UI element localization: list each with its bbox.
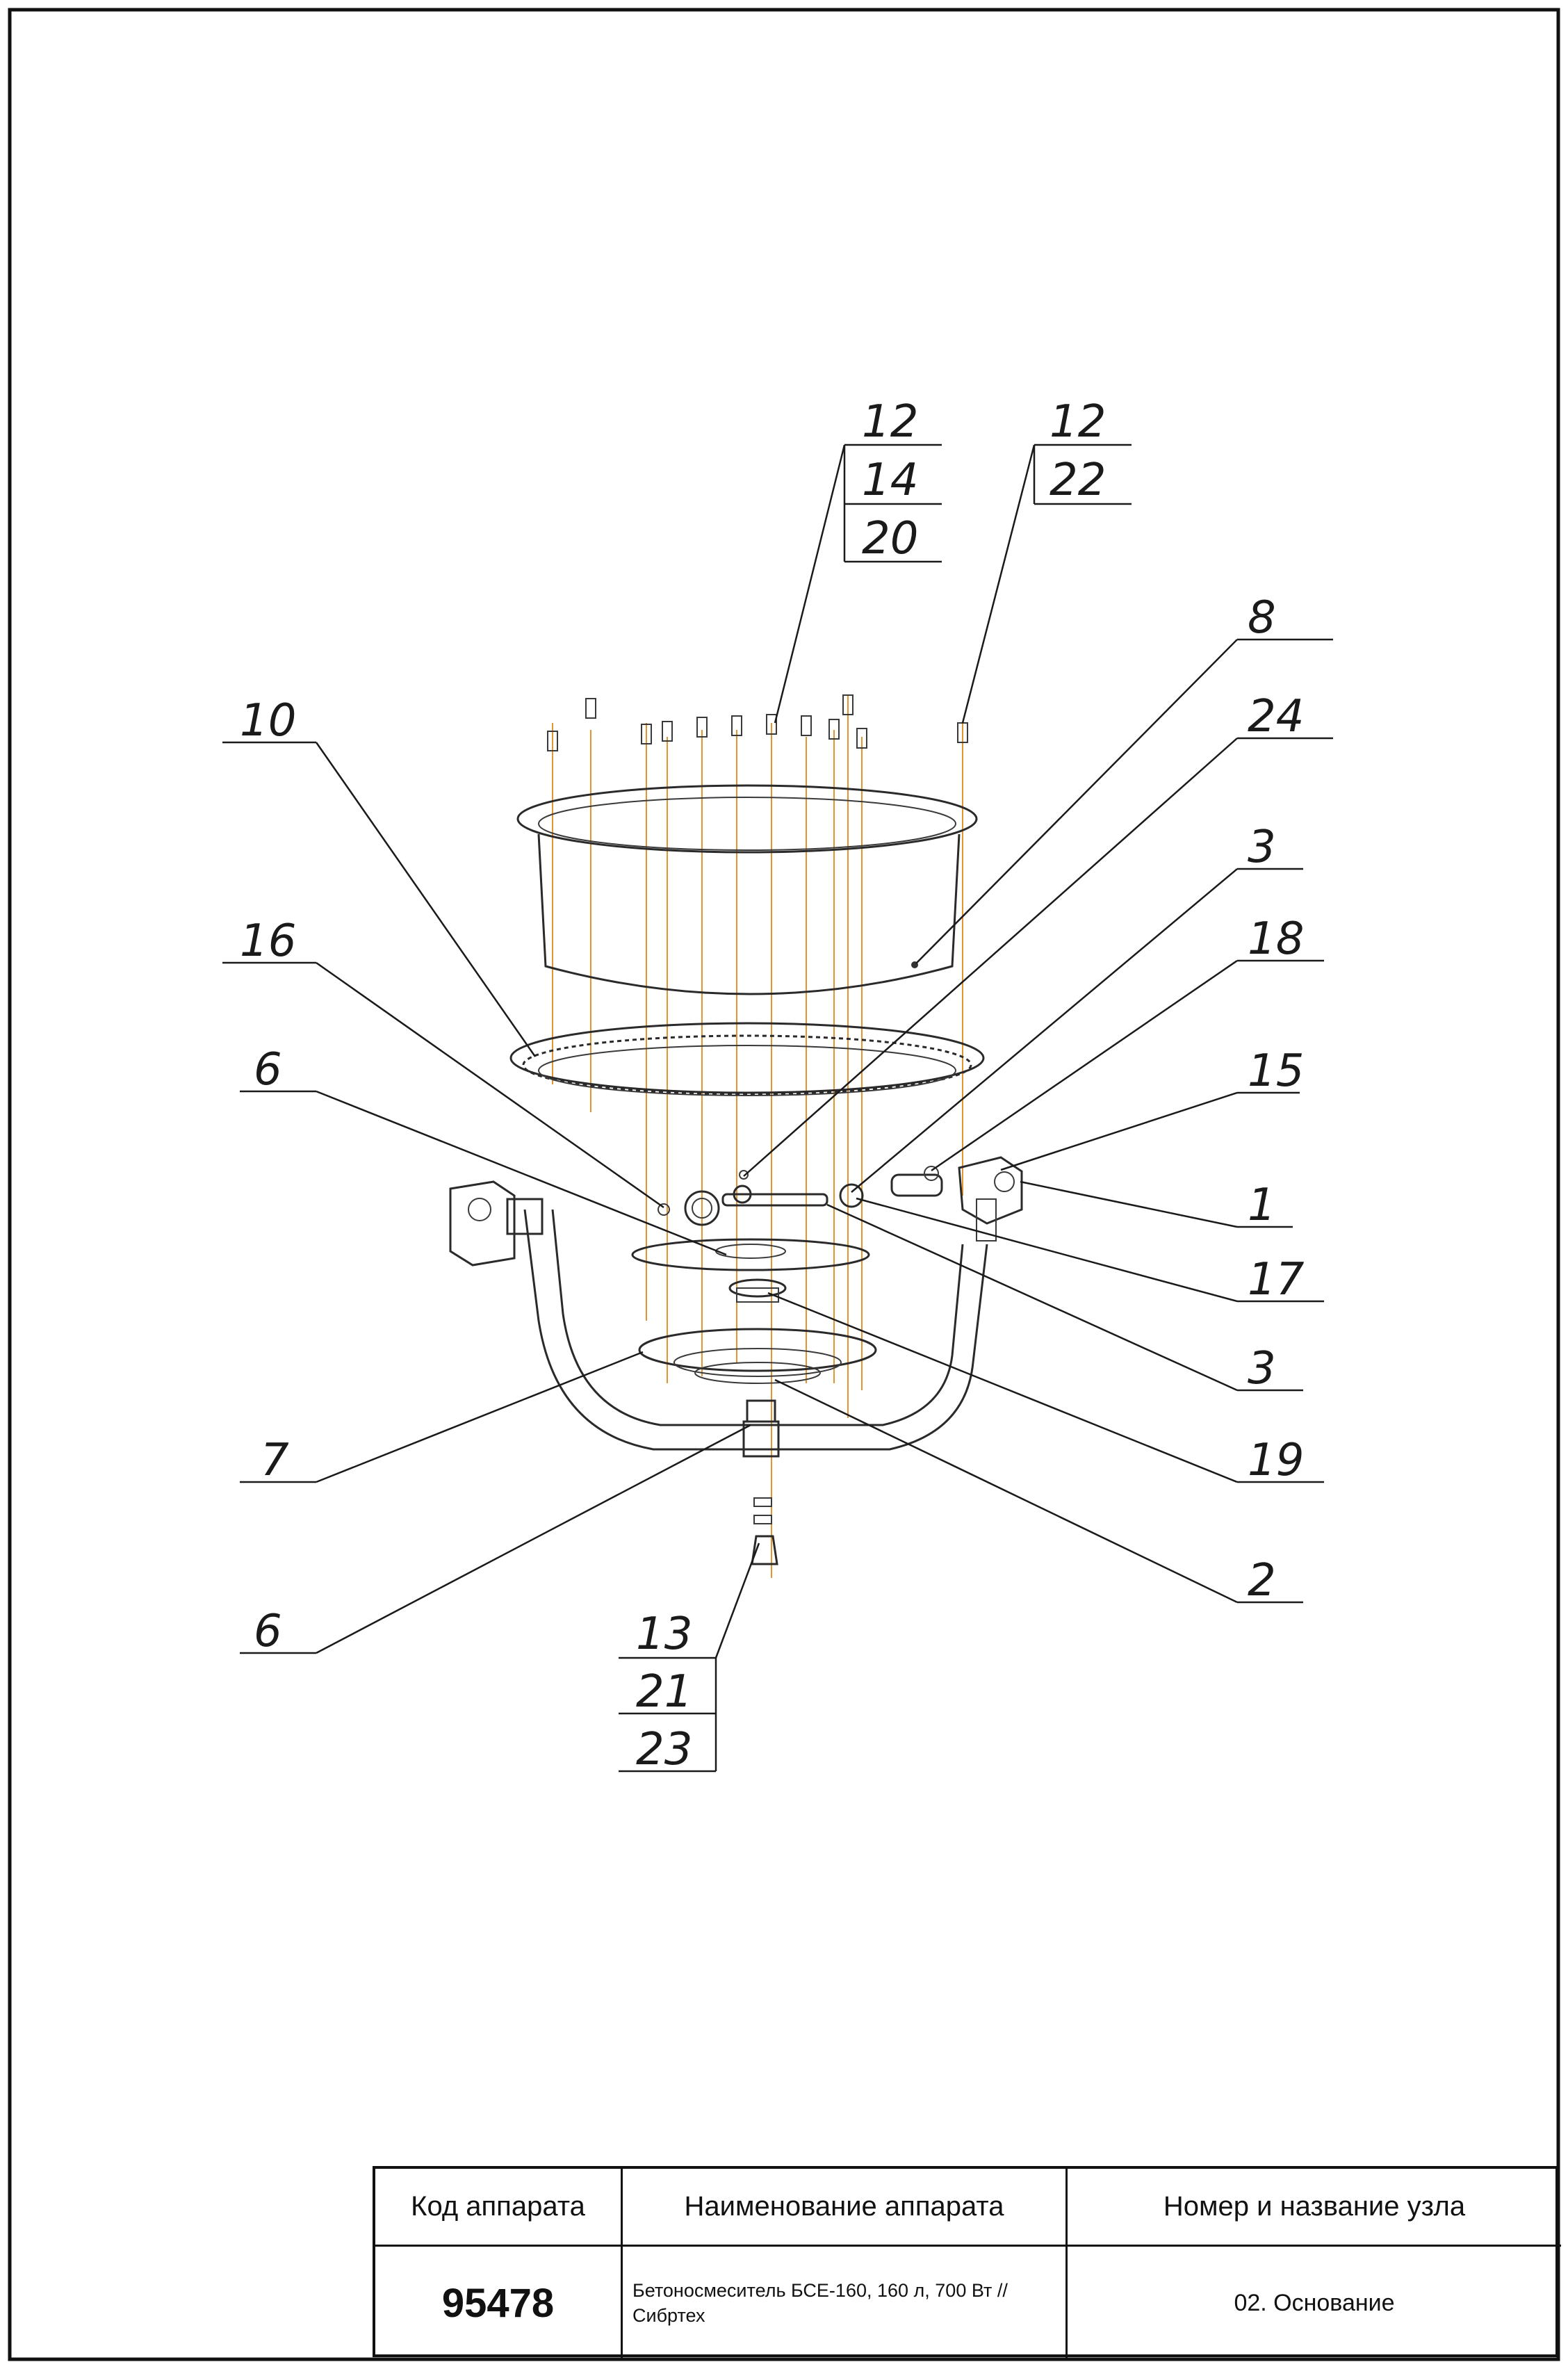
callout-15: 15 bbox=[1248, 1045, 1304, 1097]
title-block: Код аппарата Наименование аппарата Номер… bbox=[373, 2166, 1561, 2360]
apparatus-code: 95478 bbox=[375, 2247, 623, 2360]
callout-7: 7 bbox=[261, 1435, 289, 1486]
callout-22: 22 bbox=[1050, 455, 1106, 506]
support-plates bbox=[631, 1238, 877, 1384]
tubular-frame bbox=[449, 1180, 988, 1451]
callout-16: 16 bbox=[240, 915, 296, 967]
callout-numbers: 12 14 20 12 22 8 24 3 18 15 1 17 3 19 2 … bbox=[240, 396, 1305, 1775]
callout-3-bottom: 3 bbox=[1248, 1343, 1276, 1394]
callout-3-top: 3 bbox=[1248, 822, 1276, 873]
callout-14: 14 bbox=[862, 455, 918, 506]
callout-6-bottom: 6 bbox=[254, 1606, 282, 1657]
title-header-name: Наименование аппарата bbox=[623, 2169, 1068, 2247]
callout-6-top: 6 bbox=[254, 1044, 282, 1096]
leader-lines bbox=[222, 443, 1333, 1773]
apparatus-name: Бетоносмеситель БСЕ-160, 160 л, 700 Вт /… bbox=[623, 2247, 1068, 2360]
callout-19: 19 bbox=[1248, 1435, 1304, 1486]
callout-13: 13 bbox=[636, 1609, 692, 1660]
right-bearing-housing bbox=[958, 1156, 1023, 1242]
ring-gear bbox=[509, 1022, 985, 1096]
sheet-border bbox=[8, 8, 1560, 2361]
callout-20: 20 bbox=[862, 513, 918, 564]
callout-10: 10 bbox=[240, 695, 296, 747]
callout-21: 21 bbox=[636, 1666, 692, 1718]
gear-shaft-assembly bbox=[658, 1166, 943, 1226]
drum-bowl bbox=[516, 784, 978, 995]
top-bolts bbox=[547, 694, 968, 751]
callout-12-a: 12 bbox=[862, 396, 918, 448]
bottom-spindle bbox=[742, 1399, 780, 1565]
callout-2: 2 bbox=[1248, 1555, 1276, 1606]
callout-23: 23 bbox=[636, 1724, 692, 1775]
unit-name: 02. Основание bbox=[1234, 2290, 1395, 2316]
title-header-code: Код аппарата bbox=[375, 2169, 623, 2247]
callout-8: 8 bbox=[1248, 592, 1276, 644]
callout-24: 24 bbox=[1248, 691, 1304, 742]
callout-12-b: 12 bbox=[1050, 396, 1106, 448]
callout-18: 18 bbox=[1248, 913, 1304, 965]
callout-1: 1 bbox=[1248, 1180, 1276, 1231]
title-header-unit: Номер и название узла bbox=[1068, 2169, 1561, 2247]
callout-17: 17 bbox=[1248, 1254, 1305, 1305]
